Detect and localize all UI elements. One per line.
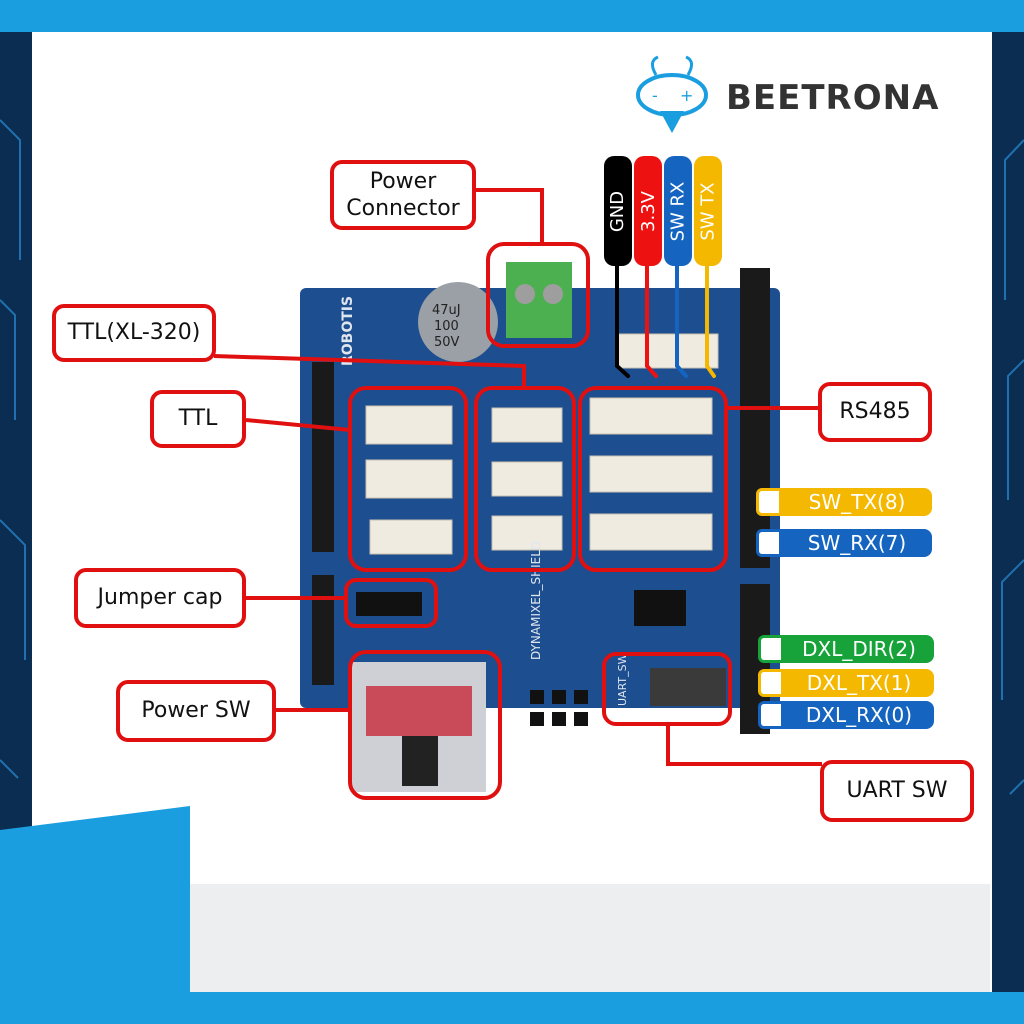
pin-dxl-tx-1: DXL_TX(1) <box>758 669 934 697</box>
silk-uart: UART_SW <box>616 653 629 706</box>
capacitor-text-2: 100 <box>434 319 459 334</box>
pin-sw-rx-7-text: SW_RX(7) <box>807 531 907 555</box>
capacitor-text-3: 50V <box>434 335 460 350</box>
pin-sw-tx: SW TX <box>694 156 722 266</box>
pin-gnd: GND <box>604 156 632 266</box>
pin-sw-rx-7: SW_RX(7) <box>756 529 932 557</box>
pin-dxl-tx-1-text: DXL_TX(1) <box>806 671 912 695</box>
pin-gnd-text: GND <box>607 190 629 232</box>
pin-sw-tx-8-text: SW_TX(8) <box>808 490 906 514</box>
silk-shield: DYNAMIXEL_SHIELD <box>529 541 543 660</box>
power-connector-label: Power Connector <box>330 160 476 230</box>
pin-dxl-rx-0-text: DXL_RX(0) <box>805 703 913 727</box>
highlight-boxes <box>213 188 822 800</box>
svg-text:+: + <box>680 86 693 105</box>
pin-sw-tx-text: SW TX <box>697 181 719 241</box>
jumper-cap-label: Jumper cap <box>74 568 246 628</box>
pin-sw-rx-text: SW RX <box>667 181 689 241</box>
bee-logo-icon: - + <box>636 55 708 133</box>
pin-3v3-text: 3.3V <box>637 190 659 232</box>
pin-sw-tx-8: SW_TX(8) <box>756 488 932 516</box>
ttl-xl320-label: TTL(XL-320) <box>52 304 216 362</box>
pin-dxl-dir-2: DXL_DIR(2) <box>758 635 934 663</box>
pin-dxl-dir-2-text: DXL_DIR(2) <box>802 637 916 661</box>
ttl-label: TTL <box>150 390 246 448</box>
pin-dxl-rx-0: DXL_RX(0) <box>758 701 934 729</box>
svg-text:-: - <box>652 86 658 105</box>
pin-wires <box>615 264 716 378</box>
silk-brand: ROBOTIS <box>340 296 356 366</box>
rs485-label: RS485 <box>818 382 932 442</box>
pin-3v3: 3.3V <box>634 156 662 266</box>
capacitor-text-1: 47uJ <box>432 303 461 318</box>
power-sw-label: Power SW <box>116 680 276 742</box>
pin-sw-rx: SW RX <box>664 156 692 266</box>
uart-sw-label: UART SW <box>820 760 974 822</box>
brand-name: BEETRONA <box>726 78 940 118</box>
